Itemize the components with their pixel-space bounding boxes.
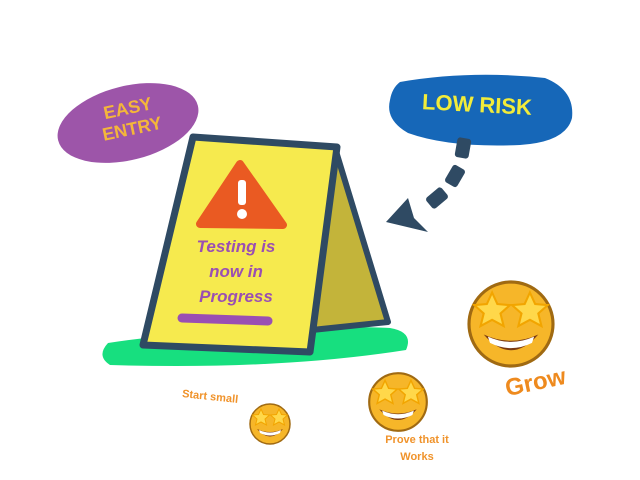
- sign-text-line-3: Progress: [199, 287, 273, 306]
- low-risk-blob: [389, 74, 573, 146]
- progress-underline: [177, 313, 273, 326]
- sign-board: [139, 133, 341, 356]
- star-struck-emoji-start: [249, 403, 291, 445]
- prove-line-1: Prove that it: [385, 434, 449, 446]
- star-struck-emoji-grow: [467, 280, 555, 368]
- easy-entry-blob: [57, 83, 199, 163]
- prove-line-2: Works: [400, 451, 434, 463]
- dashed-arrow: [386, 137, 472, 232]
- warning-icon: [196, 160, 287, 229]
- prove-label: Prove that it Works: [372, 432, 462, 466]
- sign-text-line-2: now in: [209, 262, 263, 281]
- sign-text: Testing is now in Progress: [186, 234, 286, 309]
- sign-text-line-1: Testing is: [196, 237, 276, 256]
- star-struck-emoji-prove: [368, 372, 428, 432]
